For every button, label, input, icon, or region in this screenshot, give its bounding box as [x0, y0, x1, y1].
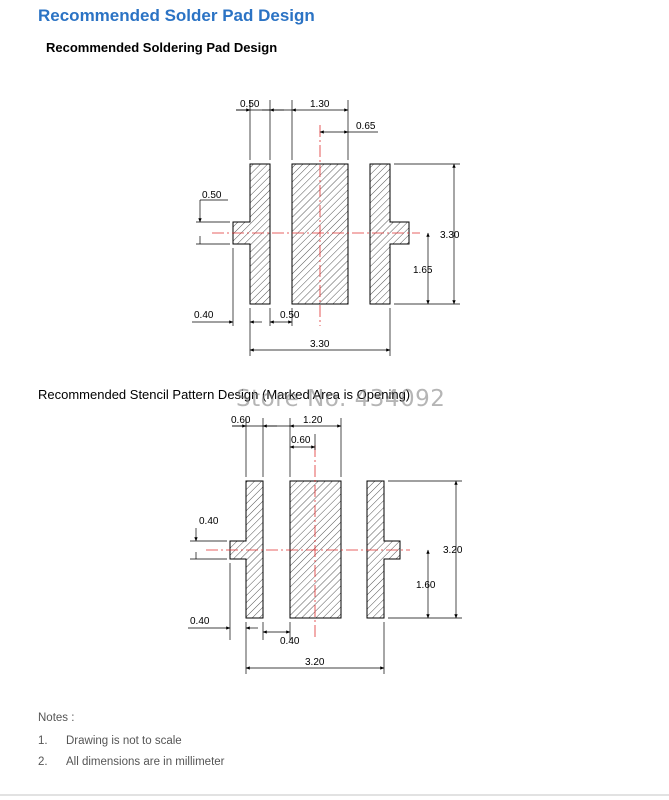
note-text: All dimensions are in millimeter: [66, 756, 225, 768]
stencil-drawing: [188, 418, 462, 674]
store-watermark: Store No. 434092: [236, 386, 446, 412]
dim-label: 3.20: [443, 545, 463, 556]
dim-label: 0.40: [280, 636, 300, 647]
dim-label: 0.65: [356, 121, 376, 132]
dim-label: 3.20: [305, 657, 325, 668]
dim-label: 0.40: [199, 516, 219, 527]
stencil-dimension-labels: 0.60 1.20 0.60 0.40 3.20 1.60 0.40 0.40 …: [190, 415, 463, 668]
stencil-subtitle: Recommended Stencil Pattern Design (Mark…: [38, 387, 411, 402]
dim-label: 3.30: [440, 230, 460, 241]
notes-heading: Notes :: [38, 712, 75, 724]
dim-label: 0.40: [194, 310, 214, 321]
pad-dimension-labels: 0.50 1.30 0.65 0.50 3.30 1.65 0.40 0.50 …: [194, 99, 460, 350]
note-number: 1.: [38, 735, 48, 747]
dim-label: 0.50: [202, 190, 222, 201]
pad-design-drawing: [192, 100, 460, 356]
dim-label: 0.60: [231, 415, 251, 426]
note-number: 2.: [38, 756, 48, 768]
pad-left: [232, 163, 271, 305]
dim-label: 3.30: [310, 339, 330, 350]
dim-label: 0.60: [291, 435, 311, 446]
stencil-pad-left: [229, 480, 264, 619]
note-text: Drawing is not to scale: [66, 735, 182, 747]
dim-label: 1.30: [310, 99, 330, 110]
dim-label: 0.50: [280, 310, 300, 321]
note-item: 2. All dimensions are in millimeter: [38, 756, 225, 768]
bottom-divider: [0, 794, 669, 796]
pad-right: [369, 163, 410, 305]
note-item: 1. Drawing is not to scale: [38, 735, 182, 747]
page-title: Recommended Solder Pad Design: [38, 6, 315, 25]
stencil-pad-right: [366, 480, 401, 619]
dim-label: 0.50: [240, 99, 260, 110]
dim-label: 1.60: [416, 580, 436, 591]
pad-design-subtitle: Recommended Soldering Pad Design: [46, 40, 278, 55]
dim-label: 1.65: [413, 265, 433, 276]
stencil-pad-center: [289, 480, 342, 619]
dim-label: 0.40: [190, 616, 210, 627]
dim-label: 1.20: [303, 415, 323, 426]
